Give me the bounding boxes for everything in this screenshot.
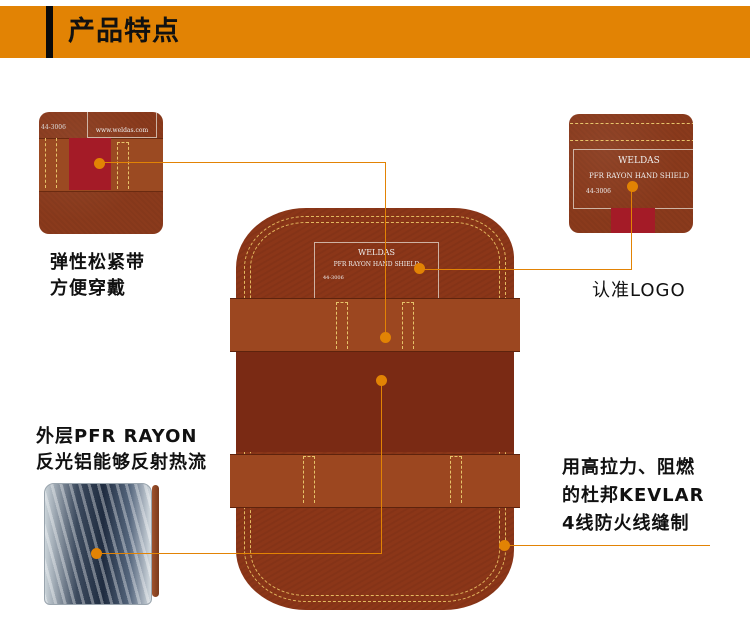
logo-label: WELDAS PFR RAYON HAND SHIELD 44-3006 [573, 149, 693, 209]
feature-caption-kevlar-thread: 用高拉力、阻燃 的杜邦KEVLAR 4线防火线缝制 [562, 457, 705, 534]
product-name: PFR RAYON HAND SHIELD [589, 172, 689, 180]
middle-panel [236, 352, 514, 452]
hand-shield-image: WELDAS PFR RAYON HAND SHIELD 44-3006 [230, 208, 520, 610]
elastic-band [611, 208, 655, 233]
feature-caption-elastic-strap: 弹性松紧带 方便穿戴 [50, 252, 145, 299]
leader-line [505, 545, 710, 546]
stitching [569, 123, 693, 141]
feature-caption-logo: 认准LOGO [592, 280, 686, 301]
brand-logo: WELDAS [618, 156, 660, 166]
leader-line [420, 269, 632, 270]
upper-strap [230, 298, 520, 352]
callout-dot [414, 263, 425, 274]
shield-side-edge-image [152, 485, 159, 597]
leader-line [99, 162, 386, 163]
product-code: 44-3006 [323, 275, 344, 281]
callout-dot [499, 540, 510, 551]
elastic-strap-detail-image: www.weldas.com 44-3006 [39, 112, 163, 234]
stitching [402, 302, 414, 349]
callout-dot [380, 332, 391, 343]
section-header-banner: 产品特点 [0, 6, 750, 58]
section-title: 产品特点 [68, 16, 180, 47]
product-name: PFR RAYON HAND SHIELD [333, 261, 420, 268]
pfr-rayon-foil-image [44, 483, 152, 605]
callout-dot [376, 375, 387, 386]
leader-line [631, 186, 632, 270]
feature-caption-pfr-rayon: 外层PFR RAYON 反光铝能够反射热流 [36, 426, 207, 473]
stitching [303, 456, 315, 503]
product-code: 44-3006 [586, 188, 611, 195]
callout-dot [627, 181, 638, 192]
leader-line [381, 381, 382, 553]
stitching [336, 302, 348, 349]
label-code: 44-3006 [41, 124, 66, 131]
leader-line [97, 553, 382, 554]
stitching [450, 456, 462, 503]
stitching [45, 138, 57, 188]
label-fragment: www.weldas.com [87, 112, 157, 138]
callout-dot [94, 158, 105, 169]
header-accent-bar [46, 6, 53, 58]
stitching [117, 142, 129, 189]
leader-line [385, 162, 386, 338]
lower-strap [230, 454, 520, 508]
callout-dot [91, 548, 102, 559]
brand-logo: WELDAS [357, 248, 396, 257]
